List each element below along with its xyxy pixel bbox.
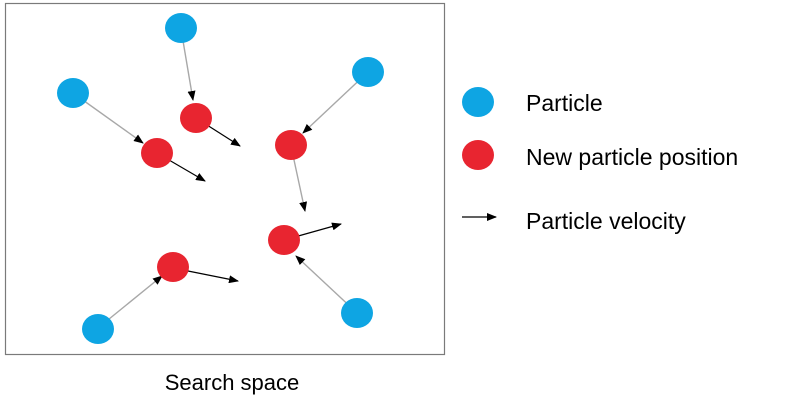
legend-new-position-swatch (462, 140, 494, 170)
new-particle-position (157, 252, 189, 282)
particles (57, 13, 384, 344)
new-particle-position (275, 130, 307, 160)
legend-particle-label: Particle (526, 90, 603, 116)
legend-particle-swatch (462, 87, 494, 117)
legend: Particle New particle position Particle … (462, 87, 738, 234)
new-particle-position (268, 225, 300, 255)
new-particle-position (141, 138, 173, 168)
particle (57, 78, 89, 108)
particle (352, 57, 384, 87)
particle (82, 314, 114, 344)
search-space-frame (4, 2, 446, 356)
legend-velocity-label: Particle velocity (526, 208, 686, 234)
new-positions (141, 103, 307, 282)
particle (165, 13, 197, 43)
search-space-caption: Search space (165, 370, 300, 395)
particle (341, 298, 373, 328)
legend-new-position-label: New particle position (526, 144, 738, 170)
new-particle-position (180, 103, 212, 133)
